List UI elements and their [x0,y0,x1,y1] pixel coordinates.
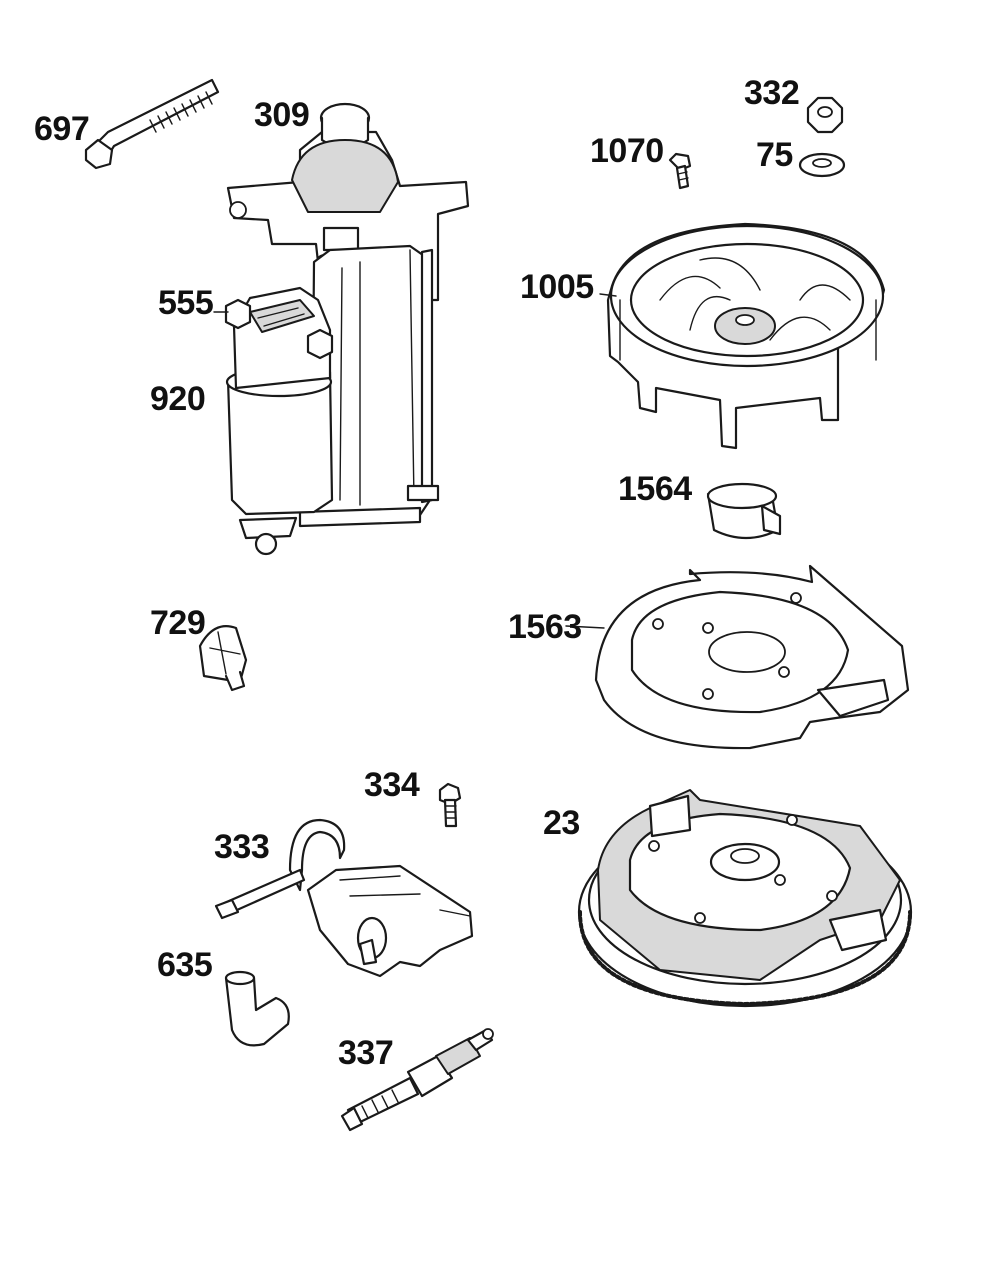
callout-1005: 1005 [520,268,594,306]
cap-1564 [706,482,782,540]
callout-1070: 1070 [590,132,664,170]
ignition-coil-333 [214,818,474,978]
callout-332: 332 [744,74,800,112]
flywheel-23 [577,789,913,1008]
screw-1070 [668,152,692,190]
starter-motor-309 [224,102,470,556]
callout-729: 729 [150,604,206,642]
boot-635 [224,970,290,1047]
bolt-334 [438,782,462,828]
callout-635: 635 [157,946,213,984]
bolt-697 [84,78,220,170]
callout-555: 555 [158,284,214,322]
washer-75 [798,152,846,178]
nut-332 [806,96,844,134]
callout-75: 75 [756,136,793,174]
callout-1564: 1564 [618,470,692,508]
plate-1563 [594,564,910,750]
callout-333: 333 [214,828,270,866]
callout-334: 334 [364,766,420,804]
callout-23: 23 [543,804,580,842]
spark-plug-337 [340,1028,494,1132]
callout-309: 309 [254,96,310,134]
leader-lines [213,293,617,629]
callout-1563: 1563 [508,608,582,646]
callout-697: 697 [34,110,90,148]
clip-729 [198,625,248,692]
callout-920: 920 [150,380,206,418]
fan-1005 [606,222,886,450]
callout-337: 337 [338,1034,394,1072]
